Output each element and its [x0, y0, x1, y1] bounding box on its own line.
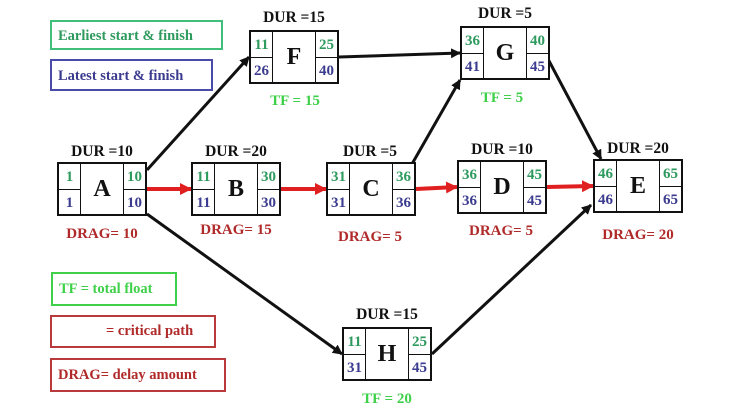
node-a-duration: DUR =10	[71, 143, 133, 160]
late-start: 31	[344, 355, 366, 379]
late-finish: 10	[123, 190, 145, 214]
legend-early: Earliest start & finish	[50, 20, 223, 50]
legend-late: Latest start & finish	[50, 59, 213, 91]
late-start: 11	[193, 190, 215, 214]
node-f-duration: DUR =15	[263, 9, 325, 26]
late-finish: 65	[659, 187, 681, 211]
early-start: 1	[59, 164, 81, 190]
early-start: 36	[462, 28, 484, 54]
node-e-drag: DRAG= 20	[602, 227, 674, 243]
early-finish: 36	[392, 164, 414, 190]
late-finish: 40	[315, 58, 337, 82]
activity-name: D	[493, 173, 511, 200]
node-d-drag: DRAG= 5	[469, 223, 533, 239]
node-e-duration: DUR =20	[607, 140, 669, 157]
late-start: 36	[459, 188, 481, 212]
node-h: 11 31 H 25 45	[342, 327, 432, 381]
early-start: 11	[251, 32, 273, 58]
node-b-duration: DUR =20	[205, 143, 267, 160]
legend-critical-path: = critical path	[50, 315, 216, 348]
late-finish: 45	[523, 188, 545, 212]
early-start: 31	[328, 164, 350, 190]
activity-name: E	[629, 172, 646, 199]
legend-drag: DRAG= delay amount	[50, 358, 226, 392]
node-g-total-float: TF = 5	[480, 90, 524, 106]
activity-name: B	[227, 175, 244, 202]
activity-name: A	[93, 175, 111, 202]
late-start: 31	[328, 190, 350, 214]
node-e: 46 46 E 65 65	[593, 159, 683, 213]
early-finish: 10	[123, 164, 145, 190]
node-g: 36 41 G 40 45	[460, 26, 550, 80]
node-a: 1 1 A 10 10	[57, 162, 147, 216]
early-start: 36	[459, 162, 481, 188]
edge-h-to-e-arrow	[430, 203, 593, 356]
node-d-duration: DUR =10	[471, 141, 533, 158]
early-finish: 30	[257, 164, 279, 190]
edge-d-to-e-critical-arrow	[546, 180, 594, 193]
node-b-drag: DRAG= 15	[200, 222, 272, 238]
early-start: 11	[193, 164, 215, 190]
early-finish: 45	[523, 162, 545, 188]
edge-c-to-g-arrow	[410, 79, 462, 165]
late-finish: 30	[257, 190, 279, 214]
late-start: 41	[462, 54, 484, 78]
node-c-duration: DUR =5	[342, 143, 398, 160]
node-f: 11 26 F 25 40	[249, 30, 339, 84]
late-start: 46	[595, 187, 617, 211]
edge-f-to-g-arrow	[338, 48, 461, 59]
node-c: 31 31 C 36 36	[326, 162, 416, 216]
early-finish: 25	[315, 32, 337, 58]
node-g-duration: DUR =5	[477, 5, 533, 22]
legend-total-float: TF = total float	[51, 272, 177, 306]
edge-a-to-f-arrow	[145, 55, 251, 172]
edge-a-to-h-arrow	[146, 212, 343, 356]
edge-c-to-d-critical-arrow	[415, 181, 458, 194]
late-finish: 45	[526, 54, 548, 78]
late-start: 1	[59, 190, 81, 214]
activity-name: C	[362, 175, 380, 202]
late-start: 26	[251, 58, 273, 82]
node-h-total-float: TF = 20	[362, 391, 412, 407]
node-f-total-float: TF = 15	[270, 93, 320, 109]
late-finish: 36	[392, 190, 414, 214]
node-c-drag: DRAG= 5	[338, 229, 402, 245]
early-finish: 25	[408, 329, 430, 355]
node-h-duration: DUR =15	[356, 306, 418, 323]
node-d: 36 36 D 45 45	[457, 160, 547, 214]
late-finish: 45	[408, 355, 430, 379]
early-finish: 65	[659, 161, 681, 187]
early-start: 46	[595, 161, 617, 187]
edge-g-to-e-arrow	[546, 58, 603, 160]
node-a-drag: DRAG= 10	[66, 226, 138, 242]
activity-name: F	[286, 43, 302, 70]
early-finish: 40	[526, 28, 548, 54]
activity-name: H	[377, 340, 397, 367]
node-b: 11 11 B 30 30	[191, 162, 281, 216]
activity-name: G	[495, 39, 515, 66]
early-start: 11	[344, 329, 366, 355]
